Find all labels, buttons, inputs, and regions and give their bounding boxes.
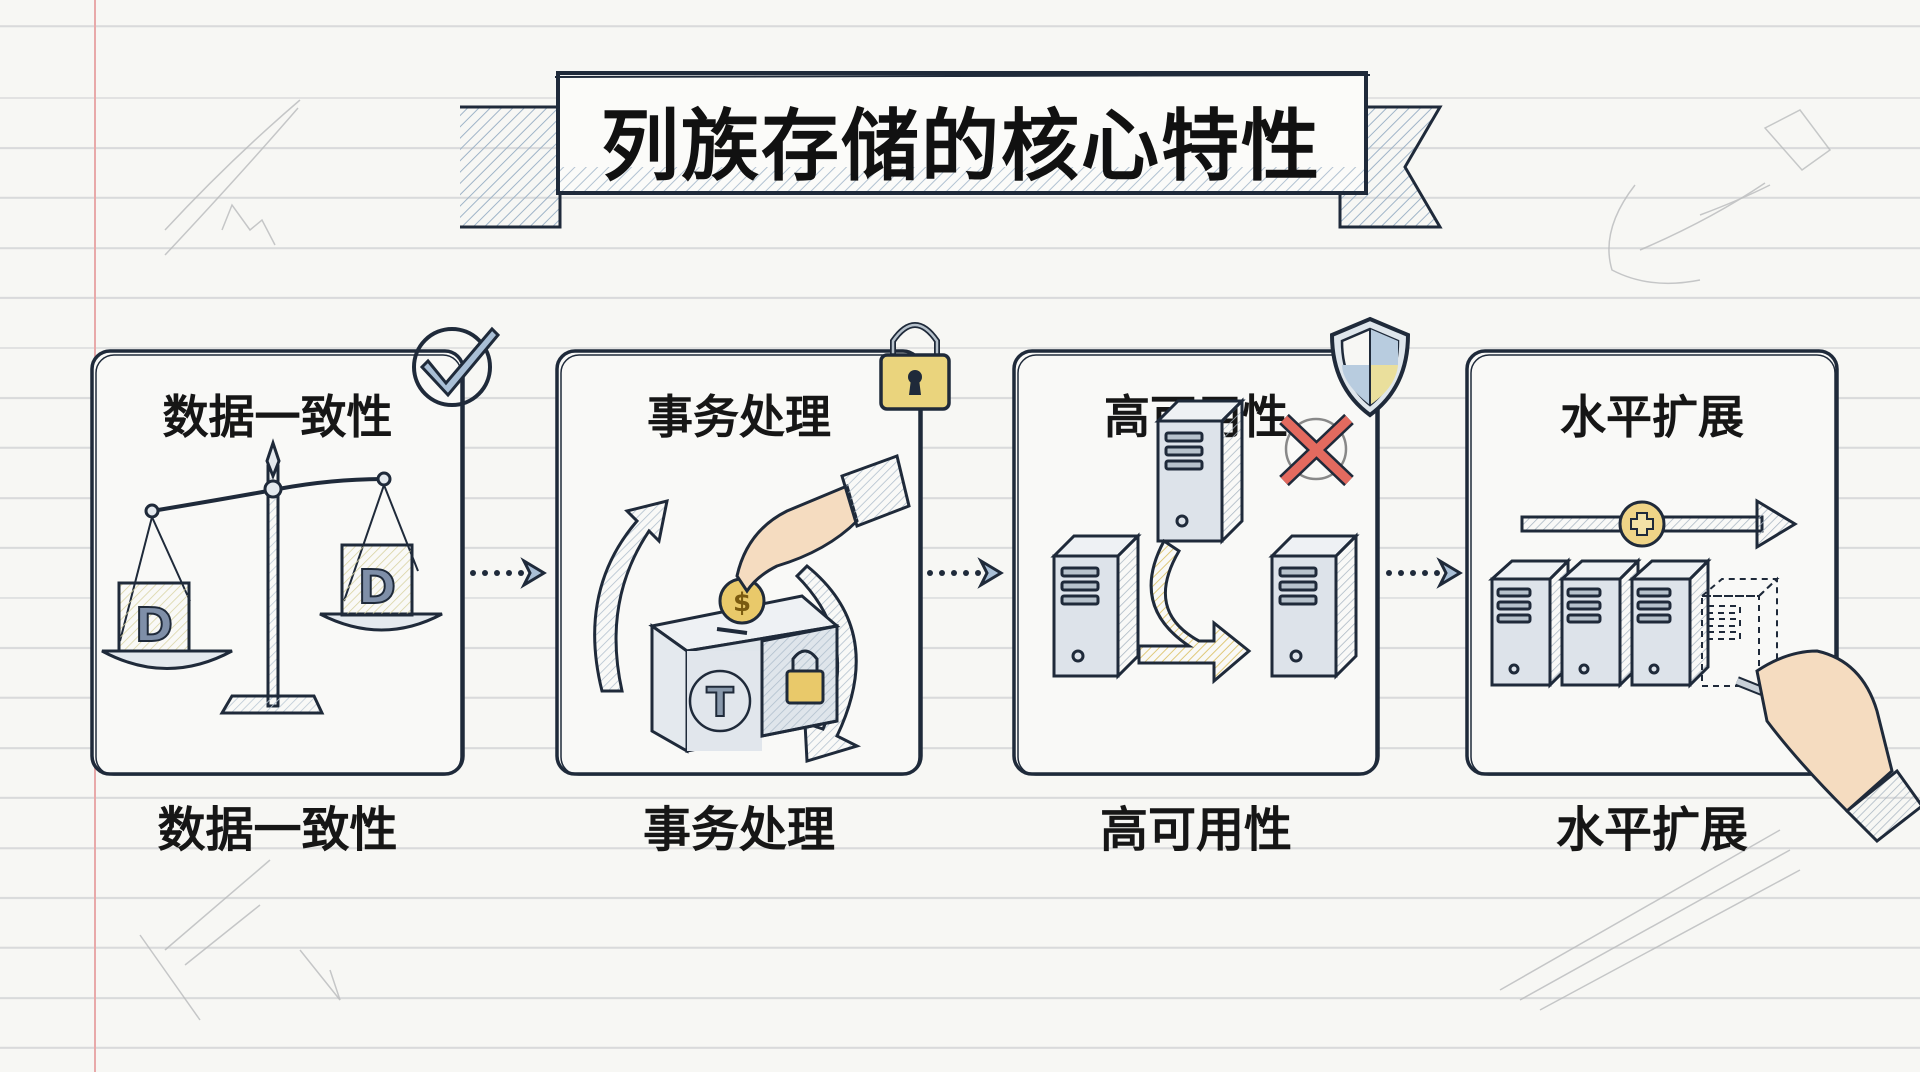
panel-title: 事务处理 [647, 390, 831, 444]
padlock-icon [879, 322, 951, 411]
server-scale-out-icon [1490, 498, 1920, 843]
panel-data-consistency: 数据一致性 D D [90, 326, 500, 776]
panel-title: 水平扩展 [1560, 390, 1744, 444]
shield-icon [1329, 316, 1411, 418]
transaction-box-icon: T $ [593, 454, 911, 763]
checkmark-circle-icon [412, 326, 500, 407]
page-title: 列族存储的核心特性 [600, 102, 1321, 192]
scale-right-glyph: D [358, 560, 396, 614]
server-failover-icon [1052, 399, 1358, 685]
balance-scale-icon: D D [101, 438, 443, 715]
dotted-arrow-icon [1386, 557, 1463, 589]
scale-left-glyph: D [135, 598, 173, 652]
panel-title: 数据一致性 [162, 390, 393, 444]
box-glyph: T [706, 680, 734, 726]
caption-horizontal-scaling: 水平扩展 [1555, 802, 1748, 858]
title-ribbon-banner [460, 71, 1443, 229]
caption-data-consistency: 数据一致性 [157, 802, 398, 858]
coin-glyph: $ [733, 588, 751, 618]
panel-high-availability: 高可用性 [1012, 316, 1411, 776]
panel-horizontal-scaling: 水平扩展 [1465, 349, 1920, 843]
panel-transaction-processing: 事务处理 T $ [555, 322, 951, 776]
caption-high-availability: 高可用性 [1099, 802, 1292, 858]
caption-transaction-processing: 事务处理 [642, 802, 835, 858]
dotted-arrow-icon [470, 557, 547, 589]
dotted-arrow-icon [927, 557, 1004, 589]
